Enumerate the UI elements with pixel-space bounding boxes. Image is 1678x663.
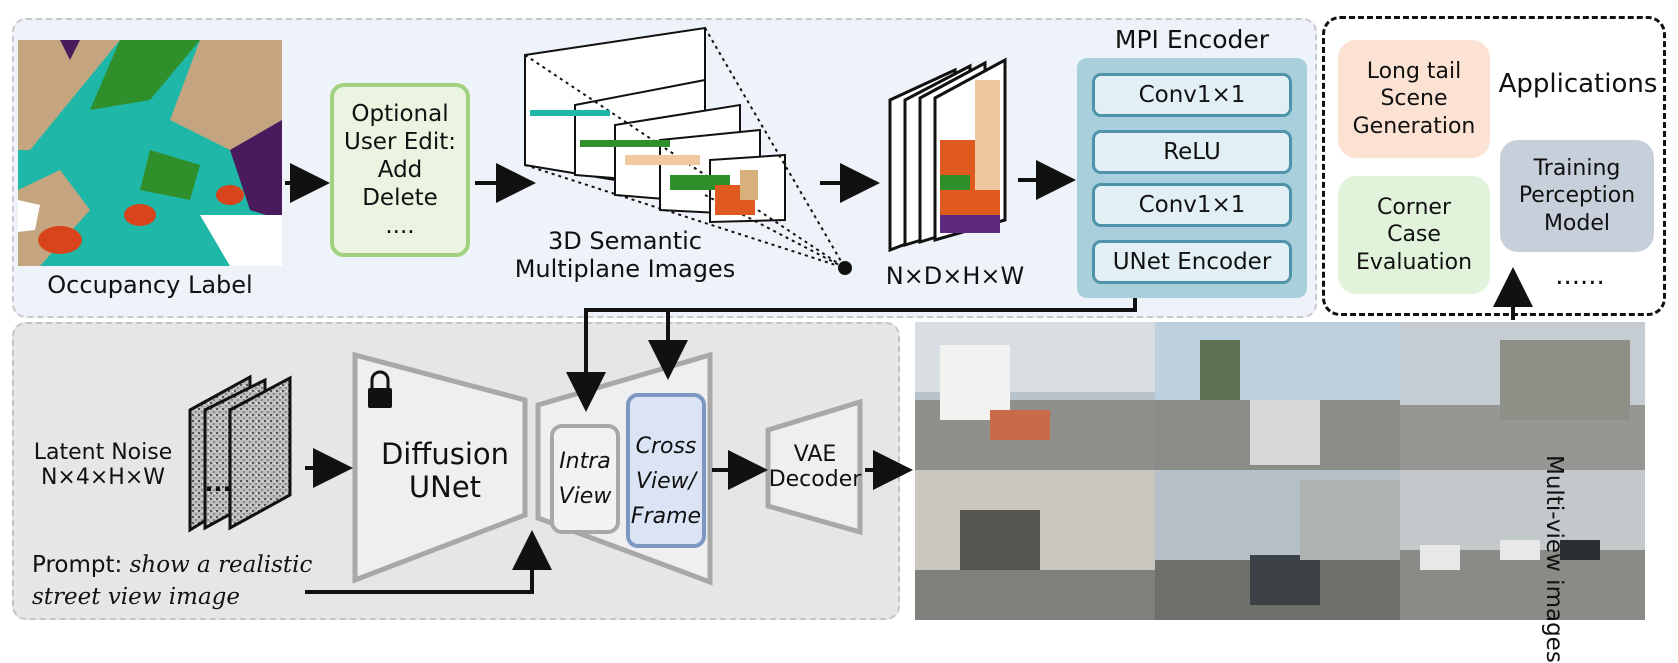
user-edit-line: .... xyxy=(385,213,415,240)
long-tail-box: Long tail Scene Generation xyxy=(1338,40,1490,158)
multi-view-label: Multi-view images xyxy=(1541,455,1567,663)
diffusion-unet-label: Diffusion UNet xyxy=(370,437,520,505)
diffusion-line1: Diffusion xyxy=(380,437,510,471)
cross-view-box: Cross View/ Frame xyxy=(626,393,706,548)
mpi-encoder-title: MPI Encoder xyxy=(1114,25,1270,54)
prompt-prefix: Prompt: xyxy=(32,552,130,578)
training-perception-box: Training Perception Model xyxy=(1500,140,1654,252)
vae-decoder-label: VAE Decoder xyxy=(765,442,865,493)
latent-noise-dots: ... xyxy=(204,469,232,497)
applications-more: ...... xyxy=(1555,261,1605,291)
diffusion-unet-shape xyxy=(352,351,528,584)
latent-noise-line1: Latent Noise xyxy=(33,440,173,465)
user-edit-line: User Edit: xyxy=(343,128,457,155)
mpi-layer-relu: ReLU xyxy=(1092,130,1292,174)
intra-view-line2: View xyxy=(558,484,612,509)
arrows xyxy=(285,160,1533,594)
corner-case-line: Corner xyxy=(1376,194,1451,220)
occupancy-image xyxy=(18,40,282,266)
corner-case-box: Corner Case Evaluation xyxy=(1338,176,1490,294)
user-edit-line: Delete xyxy=(362,185,438,212)
vae-decoder-shape xyxy=(765,398,863,536)
ndhw-label: N×D×H×W xyxy=(885,262,1025,290)
prompt-text-line2: street view image xyxy=(32,584,240,610)
corner-case-line: Evaluation xyxy=(1355,249,1473,275)
lock-icon xyxy=(368,370,392,408)
vae-line1: VAE xyxy=(793,442,837,467)
latent-noise-line2: N×4×H×W xyxy=(40,465,166,491)
long-tail-line: Long tail xyxy=(1366,58,1462,84)
occupancy-label: Occupancy Label xyxy=(47,271,253,299)
mpi-layer-unet-encoder: UNet Encoder xyxy=(1092,240,1292,284)
applications-title: Applications xyxy=(1498,69,1658,99)
multi-view-images xyxy=(915,322,1645,620)
long-tail-line: Scene xyxy=(1380,86,1448,112)
latent-noise-label: Latent Noise N×4×H×W xyxy=(28,440,178,491)
user-edit-line: Optional xyxy=(351,100,449,127)
multiplane-label: 3D Semantic Multiplane Images xyxy=(510,227,740,283)
prompt-text-line1: show a realistic xyxy=(129,552,313,578)
long-tail-line: Generation xyxy=(1352,113,1476,139)
mpi-layer-conv1: Conv1×1 xyxy=(1092,73,1292,117)
training-line: Training xyxy=(1533,155,1621,181)
corner-case-line: Case xyxy=(1387,222,1441,248)
prompt-text: Prompt: show a realistic xyxy=(32,552,312,578)
multiplane-content xyxy=(530,110,758,215)
user-edit-box: Optional User Edit: Add Delete .... xyxy=(330,83,470,257)
training-line: Perception xyxy=(1518,183,1636,209)
training-line: Model xyxy=(1543,210,1611,236)
cross-view-line3: Frame xyxy=(630,504,702,530)
intra-view-box: Intra View xyxy=(550,424,620,534)
diagram-graphics xyxy=(18,26,1645,620)
mpi-layer-conv2: Conv1×1 xyxy=(1092,183,1292,227)
user-edit-line: Add xyxy=(377,156,423,183)
multiplane-label-line1: 3D Semantic xyxy=(548,227,702,255)
cross-view-line1: Cross xyxy=(635,433,697,459)
vae-line2: Decoder xyxy=(768,467,862,493)
intra-view-line1: Intra xyxy=(559,448,611,474)
latent-noise-stack xyxy=(188,374,292,533)
mpi-stack-content xyxy=(940,80,1000,233)
cross-view-line2: View/ xyxy=(635,468,697,494)
diffusion-line2: UNet xyxy=(408,470,482,505)
multiplane-label-line2: Multiplane Images xyxy=(514,254,736,283)
